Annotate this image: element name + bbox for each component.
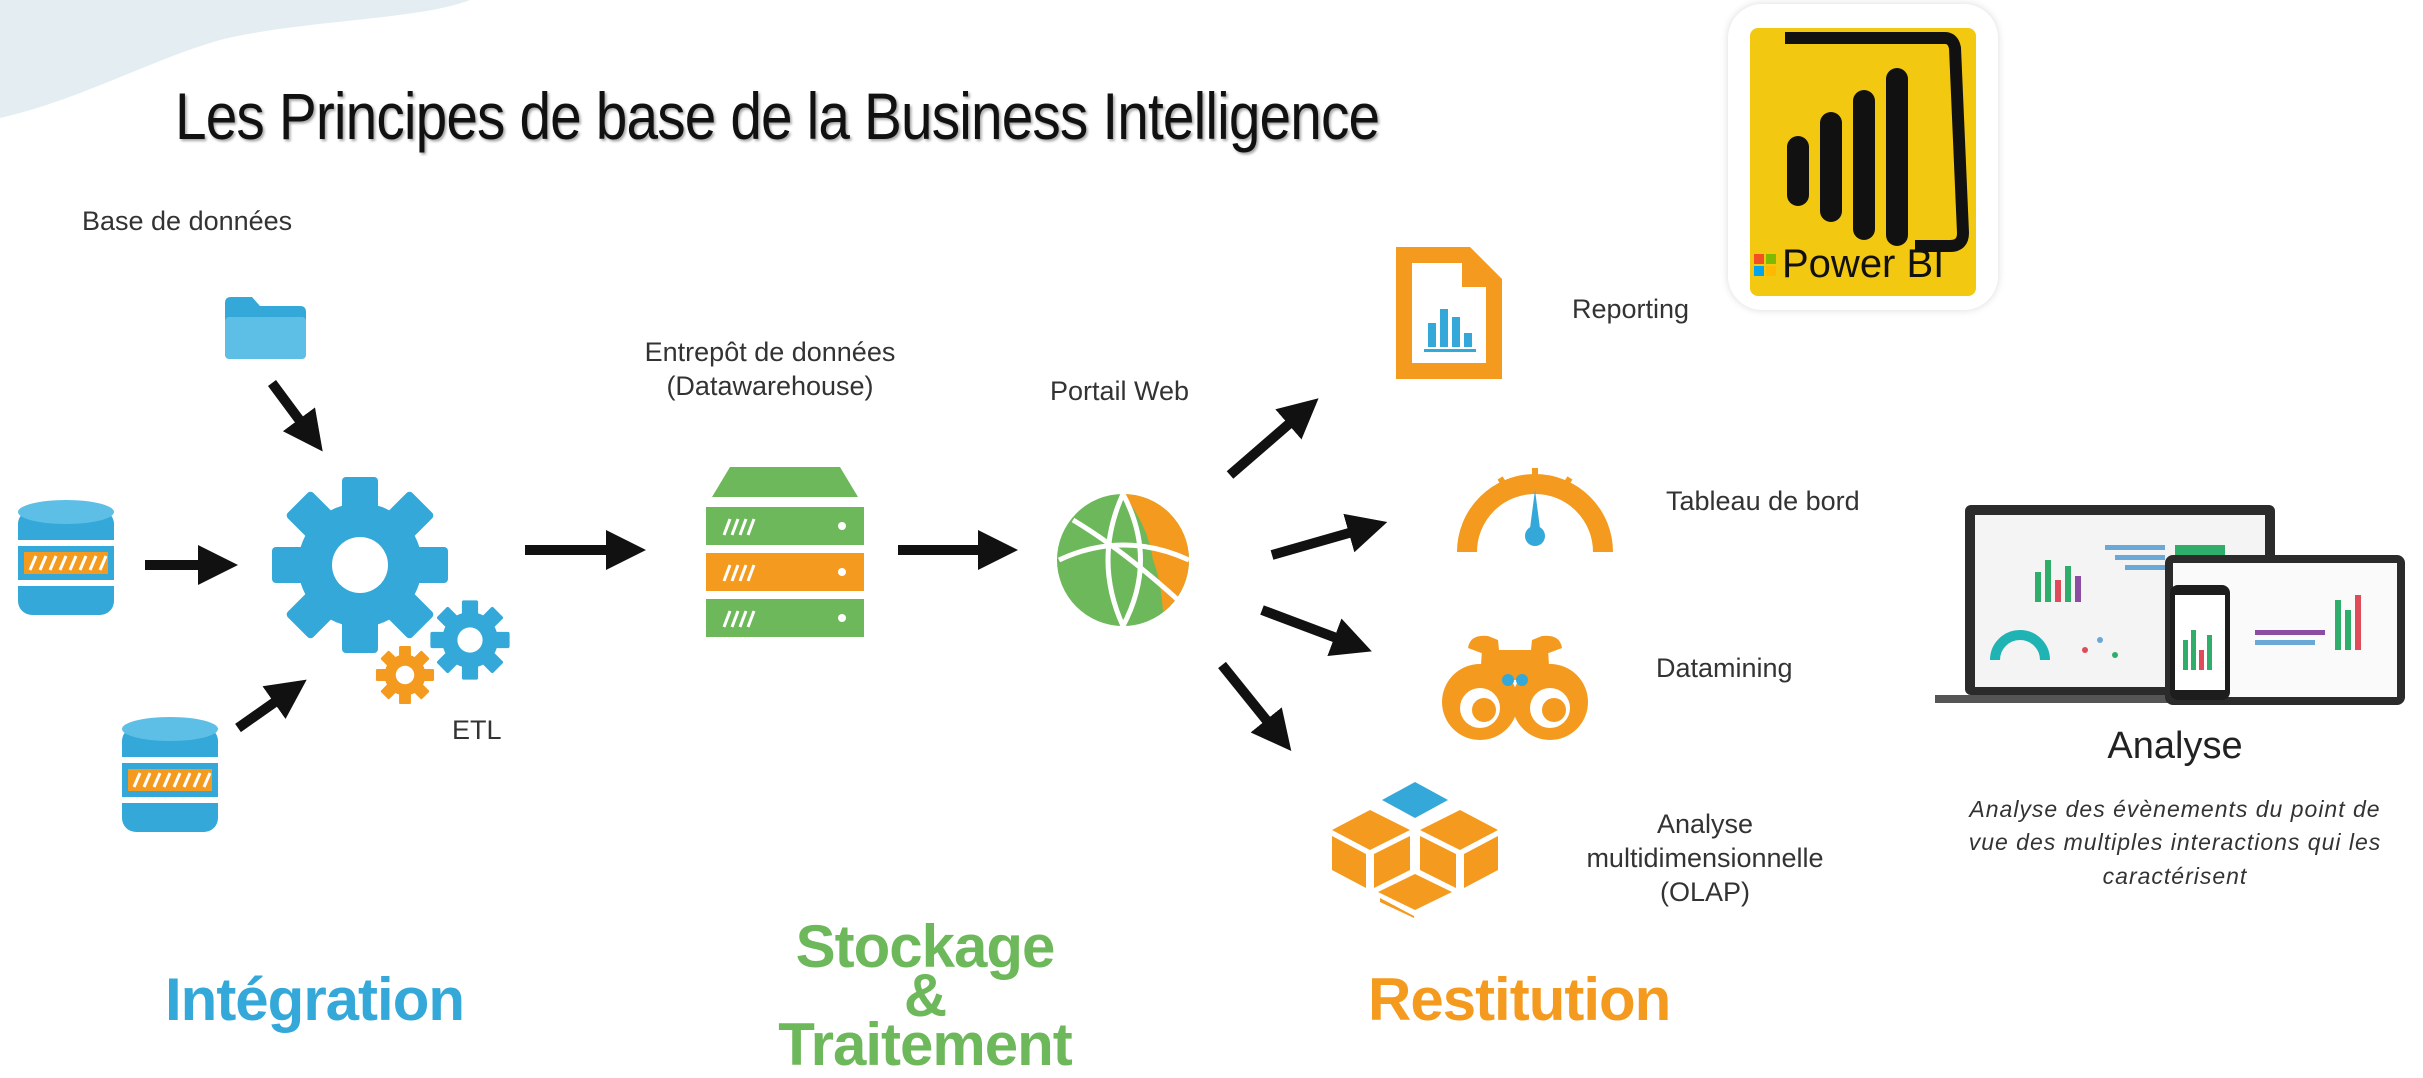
dashboard-label: Tableau de bord: [1666, 486, 1860, 516]
page-title: Les Principes de base de la Business Int…: [175, 79, 1380, 153]
analyse-description-line1: Analyse des évènements du point de: [1969, 796, 2381, 822]
devices-icon: [1935, 505, 2405, 705]
folder-icon: [225, 297, 306, 359]
reporting-label: Reporting: [1572, 294, 1690, 324]
powerbi-logo-text: Power BI: [1782, 242, 1945, 286]
olap-label-line1: Analyse: [1656, 809, 1754, 839]
binoculars-icon: [1442, 635, 1588, 740]
database-icon: [18, 500, 114, 615]
decorative-brush-stroke: [0, 0, 470, 118]
server-icon: [706, 467, 864, 637]
etl-label: ETL: [452, 715, 502, 745]
warehouse-label: Entrepôt de données (Datawarehouse): [620, 336, 920, 404]
analyse-description-line3: caractérisent: [2102, 862, 2248, 889]
globe-icon: [1057, 492, 1191, 628]
report-icon: [1396, 247, 1502, 379]
phase-restitution: Restitution: [1368, 966, 1671, 1033]
phase-storage-line3: Traitement: [778, 1011, 1072, 1078]
olap-label: Analyse multidimensionnelle (OLAP): [1555, 808, 1855, 909]
warehouse-label-line1: Entrepôt de données: [644, 337, 896, 367]
gear-icon: [272, 477, 510, 705]
gauge-icon: [1457, 468, 1613, 553]
olap-label-line2: multidimensionnelle: [1586, 842, 1824, 873]
portal-label: Portail Web: [1050, 376, 1190, 406]
powerbi-icon: [1785, 32, 1969, 252]
powerbi-logo: Power BI: [1728, 4, 1998, 310]
phase-storage-line2: &: [903, 962, 947, 1030]
warehouse-label-line2: (Datawarehouse): [666, 370, 874, 401]
database-label: Base de données: [82, 206, 293, 236]
datamining-label: Datamining: [1656, 653, 1793, 683]
olap-label-line3: (OLAP): [1659, 876, 1751, 907]
analyse-description: Analyse des évènements du point de vue d…: [1955, 793, 2395, 893]
database-icon: [122, 717, 218, 832]
phase-storage: Stockage & Traitement: [760, 913, 1090, 1078]
phase-integration: Intégration: [165, 966, 465, 1033]
analyse-title: Analyse: [2107, 725, 2243, 767]
analyse-description-line2: vue des multiples interactions qui les: [1968, 829, 2382, 856]
cubes-icon: [1332, 782, 1498, 918]
phase-storage-line1: Stockage: [795, 913, 1056, 980]
